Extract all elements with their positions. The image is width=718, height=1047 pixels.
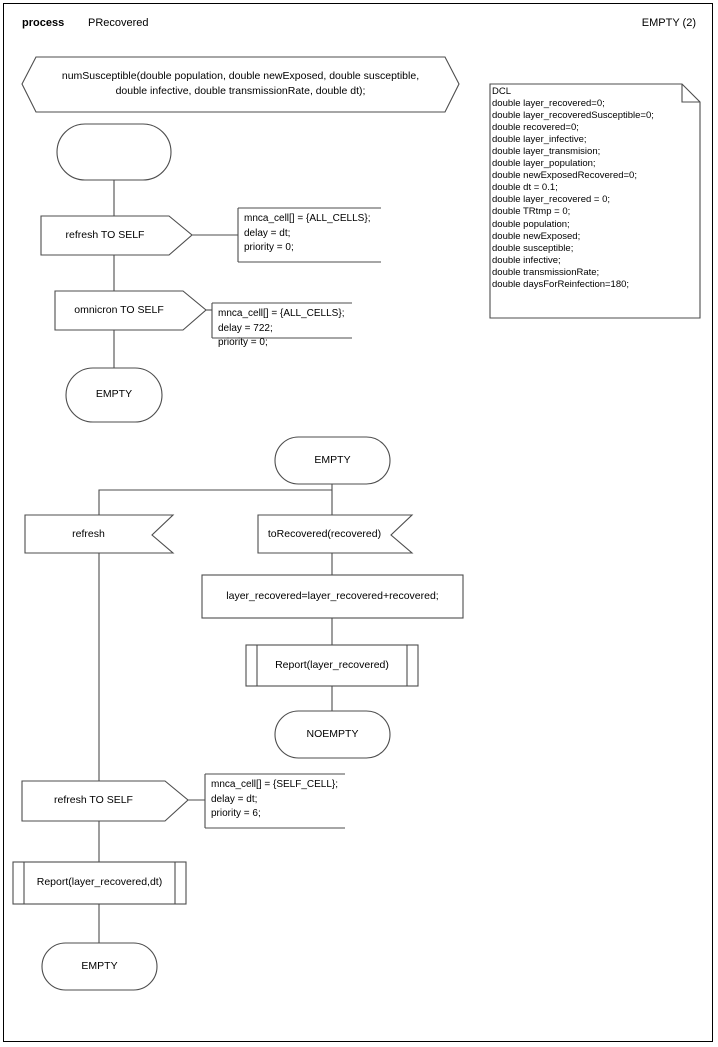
label-report-2: Report(layer_recovered,dt)	[36, 876, 163, 888]
comment-symbol-3	[204, 773, 345, 829]
flowline-branch-to-refresh-input	[98, 489, 332, 515]
procedure-call-symbol-report-2	[12, 861, 187, 905]
page-title-keyword: process	[22, 17, 65, 29]
label-to-recovered-input: toRecovered(recovered)	[267, 528, 382, 540]
dcl-note-text: DCL double layer_recovered=0; double lay…	[492, 86, 692, 291]
label-refresh-to-self-1: refresh TO SELF	[65, 229, 145, 241]
dcl-note-lines: double layer_recovered=0; double layer_r…	[492, 98, 654, 290]
label-noempty-state: NOEMPTY	[306, 728, 359, 740]
state-symbol-noempty	[274, 710, 391, 759]
procedure-declaration-line1: numSusceptible(double population, double…	[61, 70, 420, 82]
procedure-declaration-symbol	[21, 56, 460, 113]
state-symbol-empty-1	[65, 367, 163, 423]
output-symbol-refresh-to-self-1	[40, 215, 193, 256]
label-refresh-to-self-2: refresh TO SELF	[54, 794, 133, 806]
page-title-process-name: PRecovered	[88, 17, 149, 29]
comment-symbol-1	[237, 207, 381, 263]
label-refresh-input: refresh	[72, 528, 105, 540]
procedure-call-symbol-report-1	[245, 644, 419, 687]
state-reference-label: EMPTY (2)	[641, 17, 696, 29]
input-symbol-refresh	[24, 514, 175, 554]
task-symbol-assignment	[201, 574, 464, 619]
label-empty-state-1: EMPTY	[95, 388, 133, 400]
output-symbol-refresh-to-self-2	[21, 780, 189, 822]
label-omnicron-to-self: omnicron TO SELF	[74, 304, 164, 316]
comment-text-1: mnca_cell[] = {ALL_CELLS}; delay = dt; p…	[244, 213, 371, 253]
procedure-declaration-line2: double infective, double transmissionRat…	[115, 85, 366, 97]
dcl-note-symbol	[489, 83, 701, 319]
state-symbol-empty-3	[41, 942, 158, 991]
diagram-frame	[3, 3, 713, 1042]
comment-text-3: mnca_cell[] = {SELF_CELL}; delay = dt; p…	[211, 779, 339, 819]
comment-symbol-2	[211, 302, 352, 339]
input-symbol-to-recovered	[257, 514, 414, 554]
output-symbol-omnicron-to-self	[54, 290, 207, 331]
comment-text-2: mnca_cell[] = {ALL_CELLS}; delay = 722; …	[218, 308, 345, 348]
dcl-note-title: DCL	[492, 86, 512, 97]
label-report-1: Report(layer_recovered)	[275, 659, 389, 671]
label-empty-state-3: EMPTY	[81, 960, 118, 972]
label-empty-state-2: EMPTY	[314, 454, 351, 466]
dcl-note-fold	[681, 84, 700, 103]
label-task-assignment: layer_recovered=layer_recovered+recovere…	[226, 590, 439, 602]
start-state-symbol	[56, 123, 172, 181]
